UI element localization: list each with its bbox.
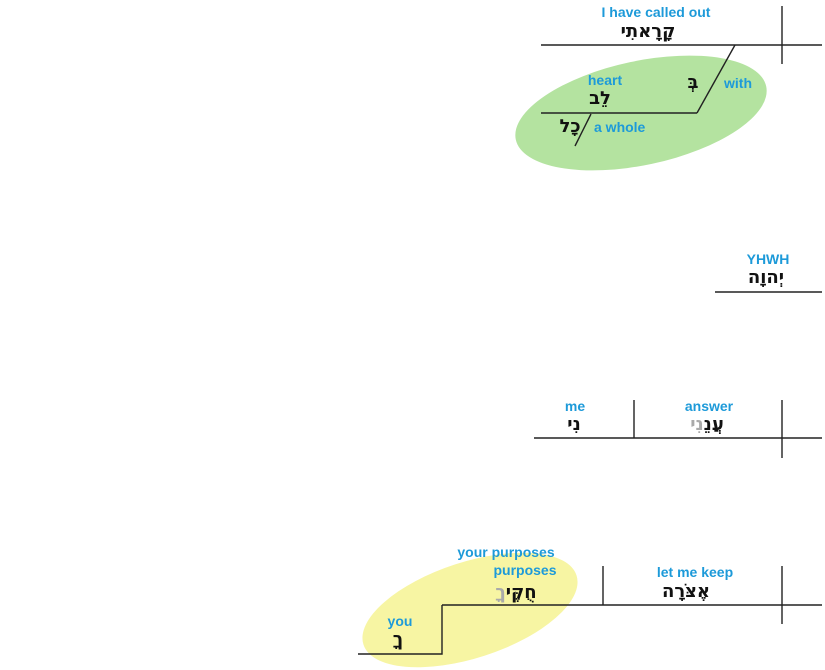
object-purposes-english: your purposes	[457, 544, 554, 560]
modifier-english: a whole	[594, 119, 646, 135]
highlight-yellow	[362, 552, 578, 668]
object-purposes-suffix: ךָ	[495, 582, 505, 603]
object-purposes-hebrew: חֻקֶּי	[506, 582, 537, 603]
object-english: heart	[588, 72, 623, 88]
possessor-english: you	[388, 613, 413, 629]
possessor-step-line	[358, 605, 443, 655]
prep-english: with	[723, 75, 752, 91]
object-me-english: me	[565, 398, 585, 414]
verb-keep-english: let me keep	[657, 564, 733, 580]
object-me-hebrew: נִי	[567, 414, 580, 435]
verb-hebrew: קָרָאתִי	[621, 21, 676, 42]
object-purposes-english-2: purposes	[493, 562, 556, 578]
verb-answer-suffix: נִי	[690, 414, 703, 435]
verb-answer-english: answer	[685, 398, 734, 414]
object-purposes-word: חֻקֶּיךָ	[495, 582, 536, 603]
verb-keep-hebrew: אֶצֹּרָה	[662, 581, 710, 602]
verb-answer-hebrew: עֲנֵ	[704, 414, 724, 435]
vocative-hebrew: יְהוָה	[748, 267, 784, 288]
verb-english: I have called out	[602, 4, 711, 20]
possessor-hebrew: ךָ	[393, 629, 403, 650]
verb-answer-word: עֲנֵנִי	[690, 414, 724, 435]
modifier-hebrew: כָל	[559, 116, 580, 137]
prep-hebrew: בְּ	[688, 72, 699, 93]
object-hebrew: לֵב	[589, 88, 611, 109]
modifier-slant	[574, 113, 592, 147]
vocative-english: YHWH	[747, 251, 790, 267]
prep-slant	[696, 44, 736, 114]
